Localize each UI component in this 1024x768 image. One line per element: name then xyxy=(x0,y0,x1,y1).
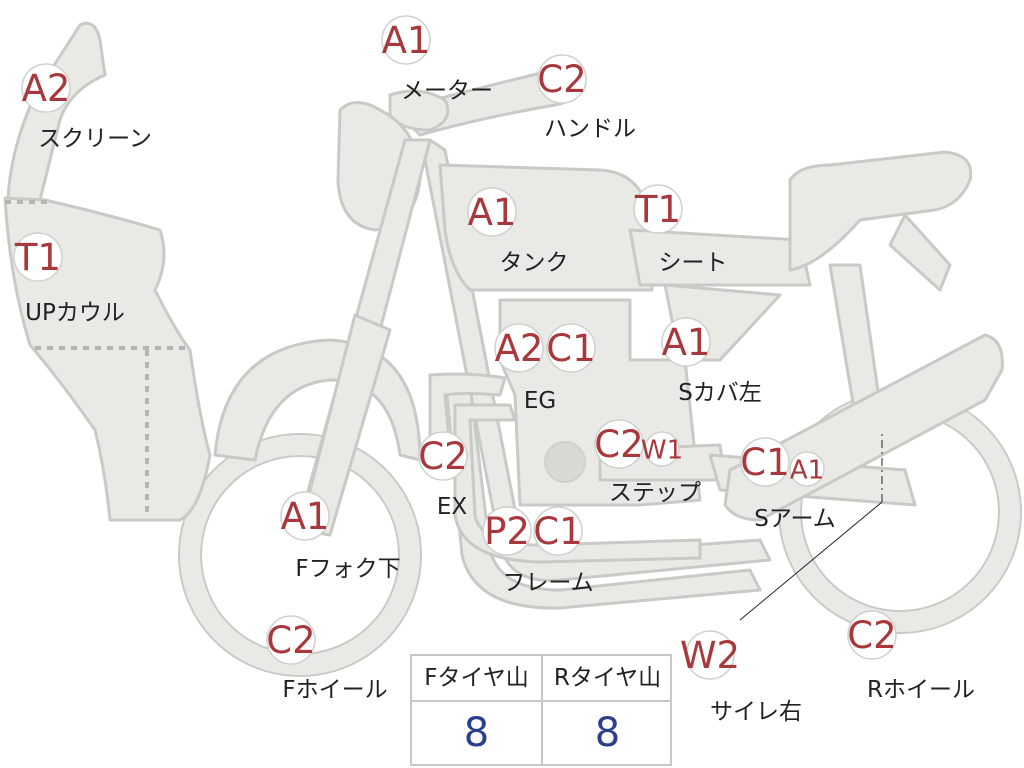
part-label-exhaust: EX xyxy=(437,494,468,520)
grade-badge-text: W2 xyxy=(680,634,740,677)
part-label-silencer-right: サイレ右 xyxy=(710,699,802,725)
grade-badge-circle xyxy=(847,610,897,660)
grade-badge-text: C2 xyxy=(418,435,467,478)
front-tire-column: Fタイヤ山 8 xyxy=(412,656,543,764)
grade-badge-circle xyxy=(381,15,431,65)
engine-cover-circle xyxy=(544,441,586,483)
part-label-upcowl: UPカウル xyxy=(25,300,125,326)
grade-badge-text: A1 xyxy=(790,455,824,485)
grade-badge-text: A1 xyxy=(662,321,711,364)
grade-badge-circle xyxy=(594,419,644,469)
grade-badge-circle xyxy=(13,232,63,282)
part-label-rear-wheel: Rホイール xyxy=(867,677,975,703)
upcowl-shape xyxy=(3,196,212,522)
grade-badge-text: P2 xyxy=(484,510,530,553)
grade-badge-text: A2 xyxy=(495,327,544,370)
seat-rear-shape xyxy=(788,150,973,272)
grade-badge-circle xyxy=(789,451,825,487)
grade-badge-circle xyxy=(467,187,517,237)
front-fork-lower-shape xyxy=(298,313,392,537)
part-label-meter: メーター xyxy=(401,78,493,104)
part-label-side-cover-left: Sカバ左 xyxy=(678,380,762,406)
exhaust-pipe-shape xyxy=(428,372,507,452)
grade-badge-text: A1 xyxy=(468,191,517,234)
grade-badge-circle xyxy=(537,54,587,104)
frame-lower-shape xyxy=(443,373,762,610)
callout-silencer-right: W2 サイレ右 xyxy=(680,630,802,725)
part-label-screen: スクリーン xyxy=(38,126,152,152)
callout-tank: A1 タンク xyxy=(467,187,569,276)
grade-badge-text: C1 xyxy=(740,441,789,484)
callout-meter: A1 メーター xyxy=(381,15,493,104)
rear-tire-value: 8 xyxy=(594,710,621,756)
grade-badge-text: C1 xyxy=(533,510,582,553)
front-wheel-rim-outline xyxy=(178,433,422,677)
grade-badge-circle xyxy=(21,63,71,113)
part-label-handle: ハンドル xyxy=(544,116,636,142)
grade-badge-text: T1 xyxy=(634,188,681,231)
grade-badge-text: C2 xyxy=(847,614,896,657)
grade-badge-text: T1 xyxy=(14,236,61,279)
grade-badge-text: A1 xyxy=(382,19,431,62)
grade-badge-circle xyxy=(740,437,790,487)
rear-tire-column: Rタイヤ山 8 xyxy=(543,656,672,764)
callout-screen: A2 スクリーン xyxy=(21,63,152,152)
grade-badge-text: A2 xyxy=(22,67,71,110)
leader-lines xyxy=(739,432,883,621)
grade-badge-text: C1 xyxy=(546,327,595,370)
seat-shape xyxy=(628,228,812,287)
rear-tire-label: Rタイヤ山 xyxy=(543,656,672,702)
cowl-panel-lines xyxy=(5,200,190,515)
part-label-engine: EG xyxy=(524,388,556,414)
grade-badge-circle xyxy=(280,491,330,541)
callout-seat: T1 シート xyxy=(633,184,728,276)
grade-badge-circle xyxy=(661,317,711,367)
grade-badge-text: A1 xyxy=(281,495,330,538)
tire-tread-table: Fタイヤ山 8 Rタイヤ山 8 xyxy=(410,654,672,766)
grade-badge-text: C2 xyxy=(594,423,643,466)
front-wheel-shape xyxy=(180,435,420,675)
part-label-seat: シート xyxy=(659,250,728,276)
grade-badge-text: C2 xyxy=(537,58,586,101)
part-label-swingarm: Sアーム xyxy=(754,506,836,532)
part-label-front-fork-lower: Fフォク下 xyxy=(295,556,400,582)
part-label-tank: タンク xyxy=(500,250,569,276)
front-tire-label: Fタイヤ山 xyxy=(412,656,541,702)
screen-shape xyxy=(6,21,107,202)
grade-badge-circle xyxy=(685,630,735,680)
grade-badge-circle xyxy=(533,506,583,556)
callout-handle: C2 ハンドル xyxy=(537,54,636,142)
seat-tail-shape xyxy=(888,213,952,292)
part-label-front-wheel: Fホイール xyxy=(282,677,387,703)
grade-badge-circle xyxy=(494,323,544,373)
grade-badge-circle xyxy=(418,431,468,481)
grade-badge-text: C2 xyxy=(266,619,315,662)
exhaust-pipe-lower-shape xyxy=(453,403,702,564)
grade-badge-circle xyxy=(633,184,683,234)
grade-badge-circle xyxy=(644,431,680,467)
silencer-leader-line xyxy=(739,501,883,621)
part-label-step: ステップ xyxy=(609,480,701,506)
part-label-frame: フレーム xyxy=(502,570,593,596)
front-tire-value: 8 xyxy=(463,710,490,756)
grade-badge-text: W1 xyxy=(641,435,683,465)
grade-badge-circle xyxy=(482,506,532,556)
grade-badge-circle xyxy=(266,615,316,665)
grade-badge-circle xyxy=(546,323,596,373)
